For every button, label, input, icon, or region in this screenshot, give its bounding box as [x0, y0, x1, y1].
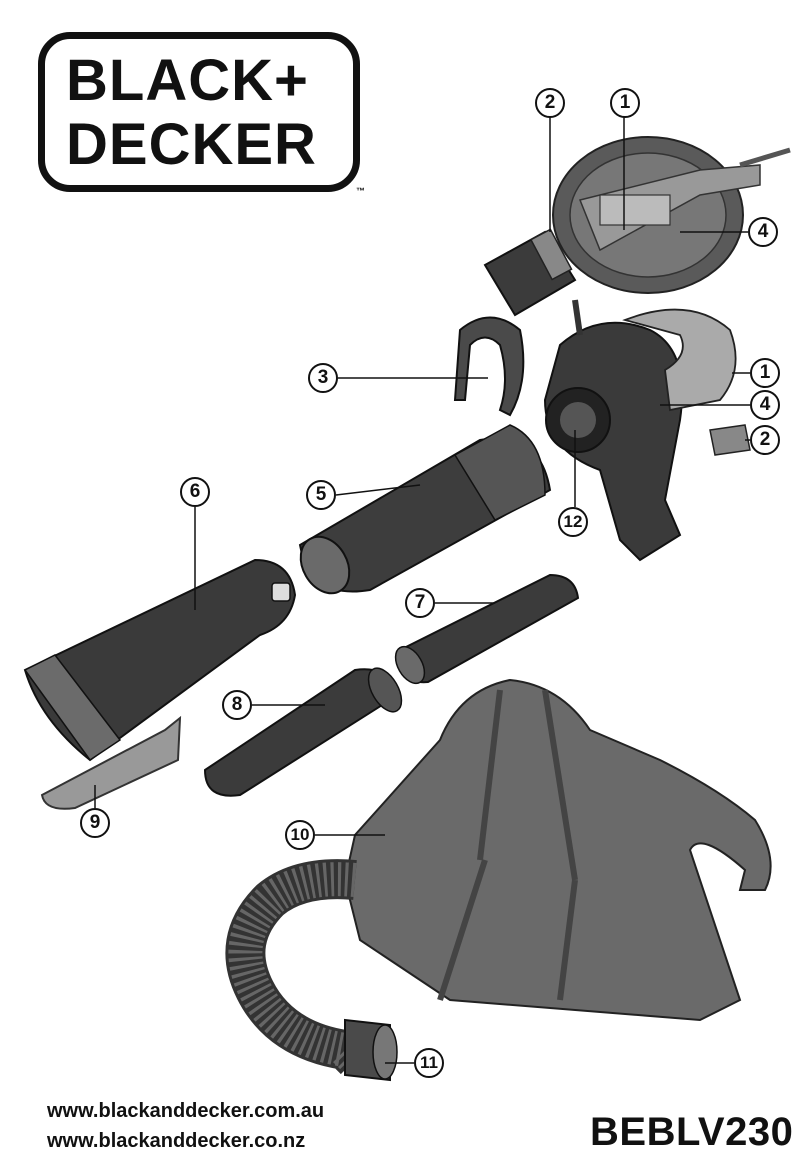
callout-7: 7 [405, 588, 435, 618]
callout-leader-lines [94, 117, 750, 1064]
callout-4-top: 4 [748, 217, 778, 247]
collection-bag-part [343, 678, 772, 1022]
narrow-nozzle-part [40, 715, 182, 810]
wide-nozzle-part [23, 558, 297, 762]
callout-1-side: 1 [750, 358, 780, 388]
extension-tube-part [394, 573, 580, 685]
website-url-au[interactable]: www.blackanddecker.com.au [47, 1100, 325, 1122]
callout-9: 9 [80, 808, 110, 838]
callout-2-top: 2 [535, 88, 565, 118]
motor-housing-top [483, 136, 791, 317]
brand-logo-line2: DECKER [66, 112, 317, 177]
brand-logo-line1: BLACK+ [66, 48, 309, 113]
callout-8: 8 [222, 690, 252, 720]
model-number: BEBLV230 [590, 1110, 794, 1154]
blower-motor-unit [543, 299, 751, 562]
brand-logo-frame [38, 32, 360, 192]
callout-5: 5 [306, 480, 336, 510]
handle-part [453, 316, 525, 417]
callout-12: 12 [558, 507, 588, 537]
callout-4-side: 4 [750, 390, 780, 420]
website-url-nz[interactable]: www.blackanddecker.co.nz [47, 1130, 306, 1152]
callout-6: 6 [180, 477, 210, 507]
callout-11: 11 [414, 1048, 444, 1078]
callout-2-side: 2 [750, 425, 780, 455]
blower-tube-main [298, 424, 552, 595]
callout-10: 10 [285, 820, 315, 850]
callout-3: 3 [308, 363, 338, 393]
hose-part [225, 859, 398, 1082]
trademark-symbol: ™ [356, 186, 365, 196]
callout-1-top: 1 [610, 88, 640, 118]
vacuum-tube-part [203, 667, 403, 797]
